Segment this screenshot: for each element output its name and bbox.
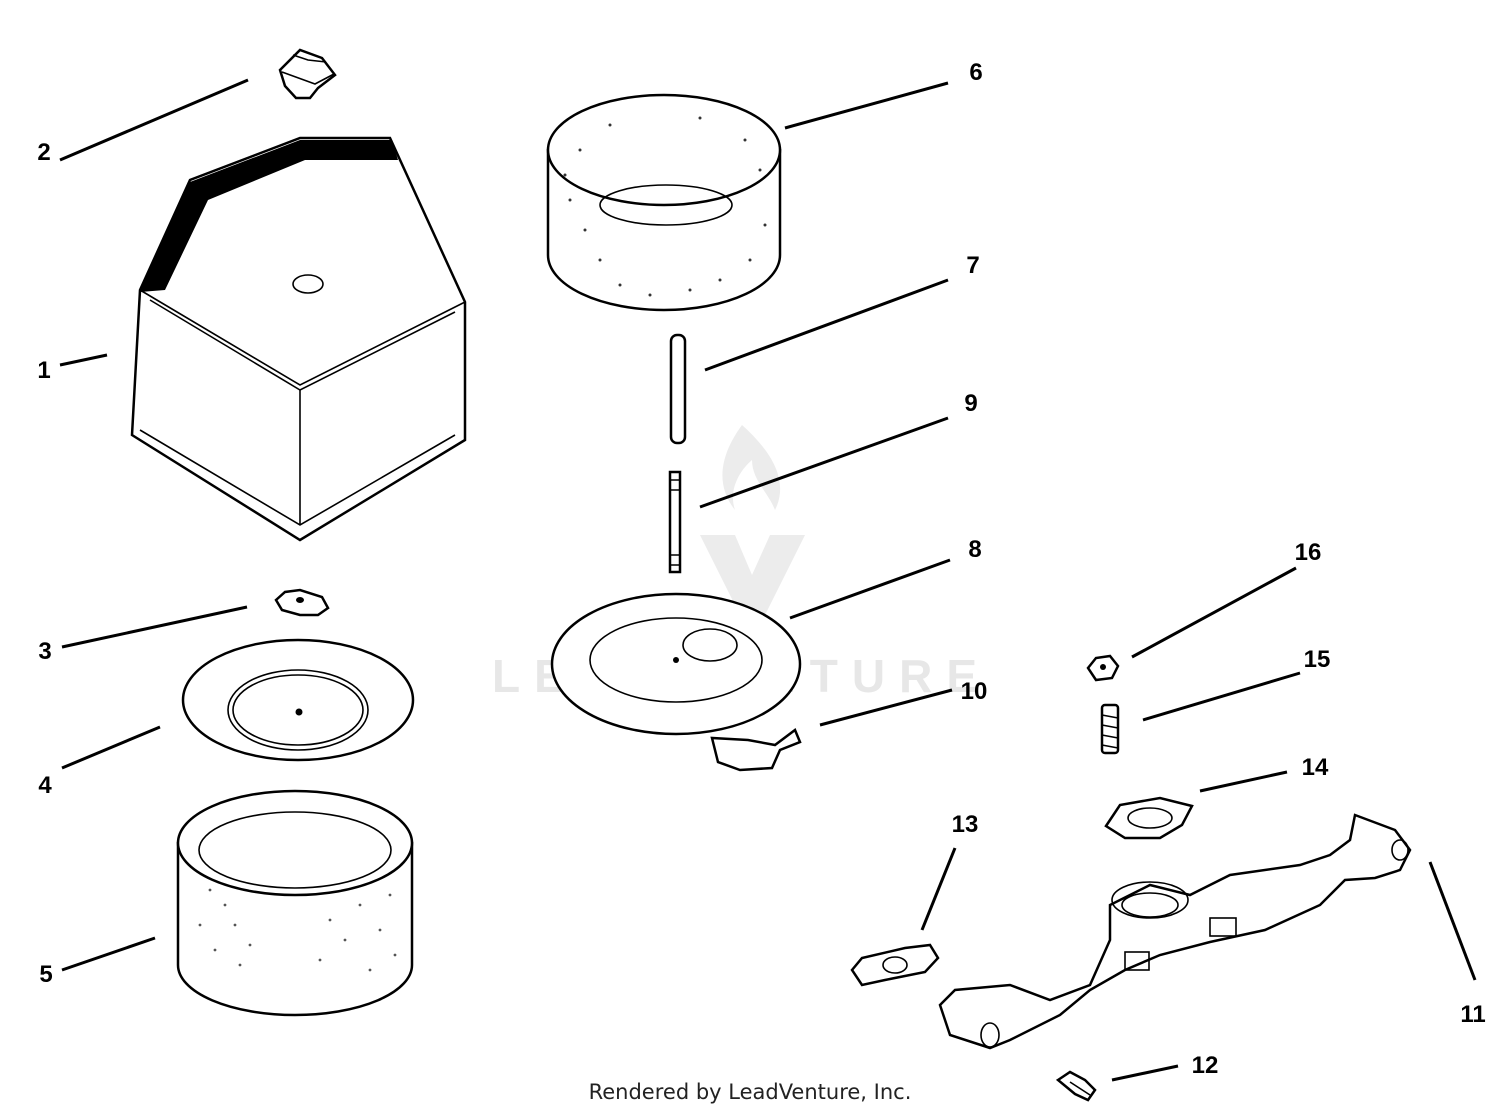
- callout-8: 8: [968, 536, 981, 563]
- callout-14: 14: [1302, 754, 1329, 781]
- leader-lines: [59, 78, 1477, 1082]
- callout-labels: 1 2 3 4 5 6 7 8 9 10 11 12 13 14 15 16: [37, 59, 1485, 1079]
- part-6-precleaner: [546, 93, 782, 312]
- callout-9: 9: [964, 390, 977, 417]
- part-2-knob: [278, 48, 337, 100]
- footer: Rendered by LeadVenture, Inc.: [0, 1080, 1500, 1104]
- callout-16: 16: [1295, 539, 1322, 566]
- part-12-screw: [1055, 1070, 1097, 1102]
- callout-1: 1: [37, 357, 50, 384]
- callout-2: 2: [37, 139, 50, 166]
- callout-7: 7: [966, 252, 979, 279]
- callout-13: 13: [952, 811, 979, 838]
- callout-6: 6: [969, 59, 982, 86]
- callout-10: 10: [961, 678, 988, 705]
- callout-12: 12: [1192, 1052, 1219, 1079]
- part-9-stud: [668, 470, 682, 574]
- callout-4: 4: [38, 772, 52, 799]
- part-4-base-plate: [181, 638, 415, 762]
- part-13-gasket: [850, 943, 940, 987]
- part-1-air-cleaner-cover: [130, 136, 467, 542]
- callout-11: 11: [1460, 1001, 1485, 1028]
- part-11-intake-manifold: [938, 813, 1412, 1050]
- part-14-gasket: [1104, 796, 1194, 840]
- part-3-wing-nut: [274, 588, 330, 617]
- part-15-stud: [1100, 703, 1120, 755]
- watermark-logo: [700, 425, 805, 615]
- part-8-base: [550, 592, 802, 772]
- part-5-filter-element: [176, 789, 414, 1017]
- footer-text: Rendered by LeadVenture, Inc.: [588, 1080, 912, 1104]
- callout-15: 15: [1304, 646, 1331, 673]
- part-7-spacer: [669, 333, 687, 445]
- part-16-nut: [1086, 654, 1120, 682]
- callout-3: 3: [38, 638, 51, 665]
- callout-5: 5: [39, 961, 52, 988]
